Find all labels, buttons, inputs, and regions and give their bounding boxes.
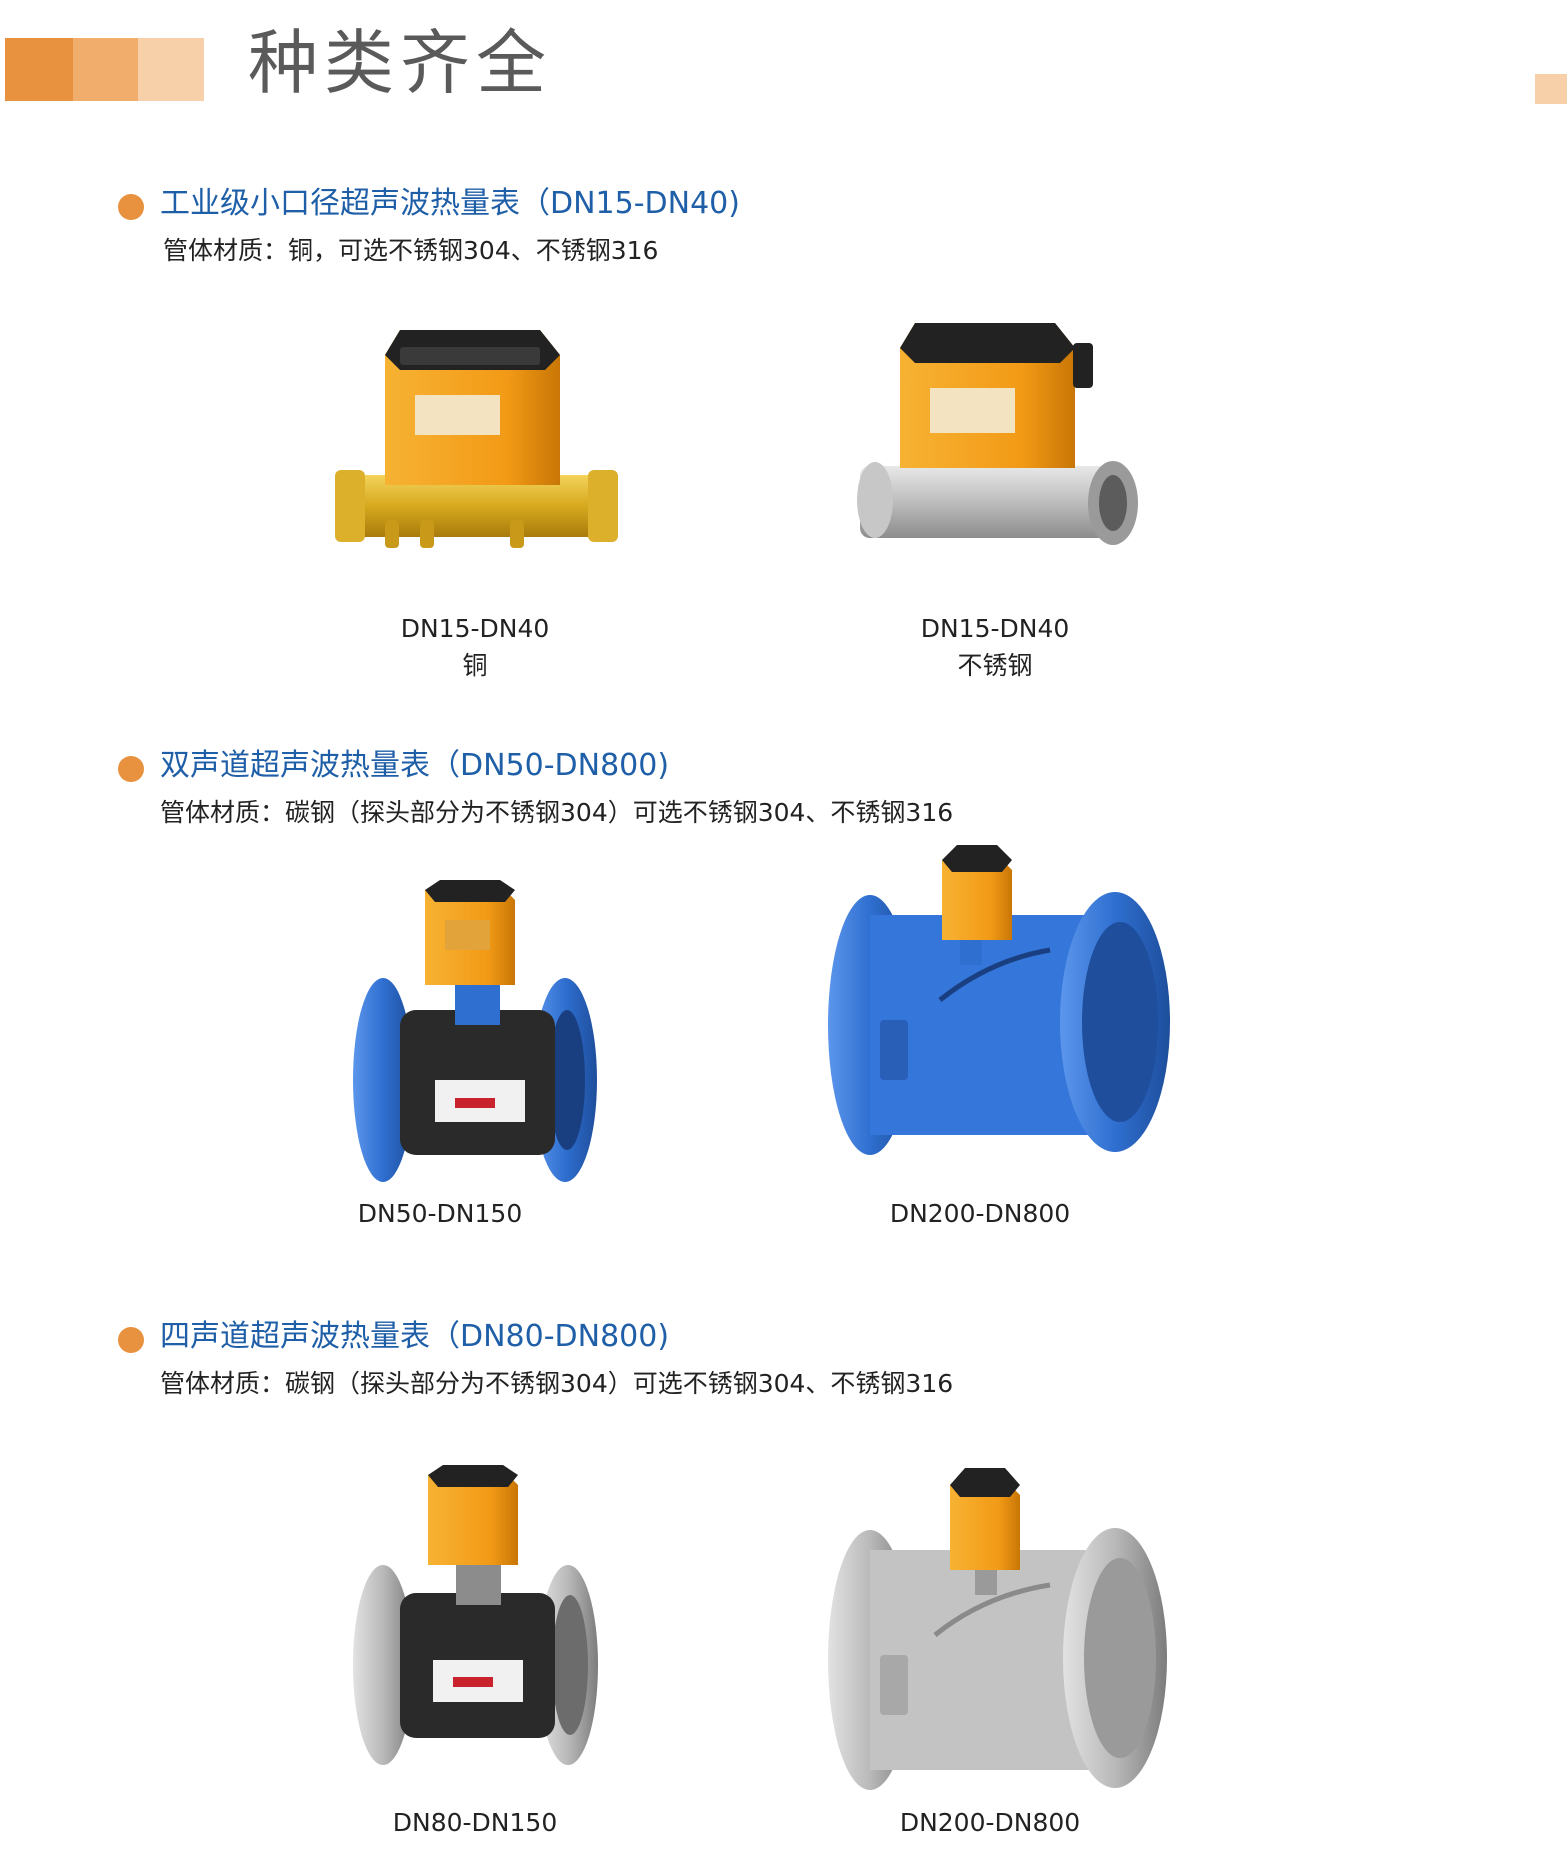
caption-size: DN15-DN40 (400, 614, 550, 643)
caption-size: DN200-DN800 (899, 1808, 1081, 1837)
section-title-small-bore: 工业级小口径超声波热量表（DN15-DN40) (160, 186, 740, 221)
page-title: 种类齐全 (248, 22, 552, 104)
caption-size: DN200-DN800 (889, 1199, 1071, 1228)
header-bar-mid (73, 38, 138, 101)
caption-size: DN80-DN150 (392, 1808, 558, 1837)
section-material-dual-channel: 管体材质：碳钢（探头部分为不锈钢304）可选不锈钢304、不锈钢316 (160, 798, 954, 827)
caption-material: 不锈钢 (957, 651, 1033, 680)
bullet-icon (118, 756, 144, 782)
product-image-dual-small (345, 880, 605, 1185)
section-title-quad-channel: 四声道超声波热量表（DN80-DN800) (160, 1319, 670, 1354)
bullet-icon (118, 1327, 144, 1353)
caption-material: 铜 (462, 651, 488, 680)
product-image-brass-meter (330, 325, 620, 570)
product-image-quad-large (825, 1460, 1170, 1800)
bullet-icon (118, 194, 144, 220)
header-bar-dark (5, 38, 73, 101)
product-image-quad-small (348, 1465, 603, 1770)
product-image-stainless-meter (855, 318, 1140, 573)
product-image-dual-large (820, 840, 1170, 1160)
section-title-dual-channel: 双声道超声波热量表（DN50-DN800) (160, 748, 670, 783)
caption-size: DN15-DN40 (920, 614, 1070, 643)
caption-size: DN50-DN150 (357, 1199, 523, 1228)
corner-accent (1535, 74, 1567, 104)
section-material-quad-channel: 管体材质：碳钢（探头部分为不锈钢304）可选不锈钢304、不锈钢316 (160, 1369, 954, 1398)
header-bar-light (138, 38, 204, 101)
section-material-small-bore: 管体材质：铜，可选不锈钢304、不锈钢316 (163, 236, 659, 265)
